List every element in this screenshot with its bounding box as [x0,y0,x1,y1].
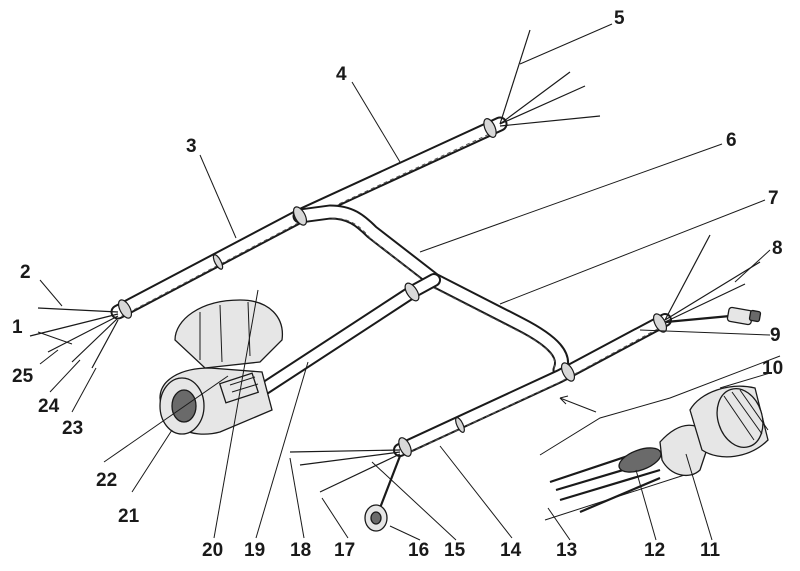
callout-25: 25 [12,366,34,387]
callout-1: 1 [12,317,23,338]
round-terminal [364,504,388,532]
callout-10: 10 [762,358,783,379]
sensor-terminal [726,306,762,326]
leader-lines [37,23,771,541]
leader-4 [351,81,401,163]
callout-8: 8 [772,238,783,259]
callout-22: 22 [96,470,117,491]
callout-11: 11 [700,540,721,561]
plug-connector [159,299,283,435]
callout-2: 2 [20,262,31,283]
leader-24 [49,359,81,393]
callout-18: 18 [290,540,311,561]
right-wire-fan [664,234,762,326]
callout-6: 6 [726,130,737,151]
leader-2 [39,279,63,307]
callout-15: 15 [444,540,466,561]
leader-9 [639,329,771,336]
leader-8 [734,249,771,283]
leader-20 [213,289,259,539]
leader-16 [389,525,421,541]
upper-right-wire-fan [499,29,601,127]
leader-3 [199,154,237,239]
leader-19 [255,361,309,539]
callout-3: 3 [186,136,197,157]
callout-13: 13 [556,540,577,561]
callout-23: 23 [62,418,83,439]
left-wire-fan [29,307,119,369]
callout-4: 4 [336,64,347,85]
leader-1 [37,331,73,345]
callout-20: 20 [202,540,223,561]
leader-14 [439,445,513,539]
harness-drawing [29,29,781,532]
leader-17 [321,497,349,539]
callout-5: 5 [614,8,625,29]
leader-13 [547,507,571,541]
leader-22 [103,375,229,463]
lower-cable [393,313,672,457]
callout-12: 12 [644,540,665,561]
callout-19: 19 [244,540,265,561]
callout-7: 7 [768,188,779,209]
leader-5 [519,23,613,65]
lower-left-wire-fan [289,449,402,532]
leader-15 [371,461,457,541]
callout-24: 24 [38,396,60,417]
leader-10 [719,372,771,389]
branch-connector [255,273,441,397]
leader-12 [635,469,657,541]
leader-18 [289,457,305,539]
callout-21: 21 [118,506,140,527]
binding-bands [117,118,668,457]
leader-25 [39,349,59,365]
callout-17: 17 [334,540,355,561]
callout-16: 16 [408,540,429,561]
leader-7 [499,199,766,305]
callout-14: 14 [500,540,522,561]
leader-23 [71,367,97,413]
inset-detail [539,355,781,521]
leader-11 [685,453,713,541]
leader-21 [131,429,173,493]
callout-labels: 1 2 3 4 5 6 7 8 9 10 11 12 13 14 15 16 1… [12,8,783,561]
callout-9: 9 [770,325,781,346]
leader-6 [419,143,723,253]
